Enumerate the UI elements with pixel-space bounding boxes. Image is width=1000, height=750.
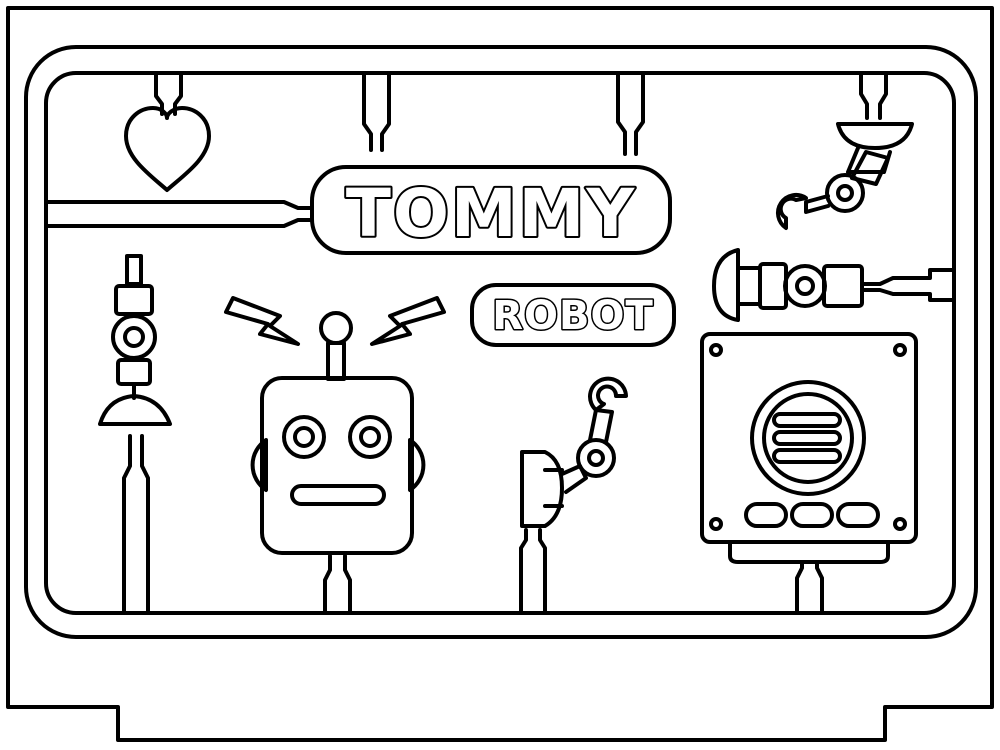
sprue-frame-outer: [24, 45, 978, 639]
sprue-right-runner: [860, 268, 956, 302]
sprue-left-runner: [44, 200, 314, 228]
sprue-top-gates: [154, 71, 888, 156]
sprue-bottom-gates: [122, 434, 824, 615]
robot-arm-icon-horizontal: [712, 248, 864, 322]
robot-claw-icon: [776, 122, 914, 230]
lightning-bolt-icon: [224, 296, 300, 346]
robot-claw-icon-middle: [520, 376, 628, 528]
robot-arm-icon: [98, 254, 172, 426]
subtitle-plate: [470, 283, 676, 347]
robot-body-icon: [700, 332, 918, 564]
robot-head-icon: [250, 311, 426, 555]
sprue-frame-inner: [44, 71, 956, 615]
subtitle-text: ROBOT: [492, 293, 654, 339]
title-plate: [310, 165, 672, 255]
heart-icon: [124, 106, 211, 192]
card-outline: [6, 6, 994, 742]
title-text: TOMMY: [346, 175, 636, 252]
lightning-bolt-icon-right: [370, 296, 446, 346]
